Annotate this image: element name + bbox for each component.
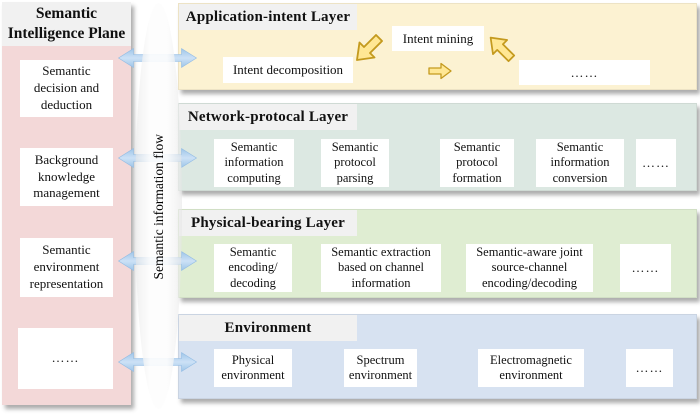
physical-environment-box: Physical environment bbox=[214, 349, 292, 387]
semantic-information-computing-box: Semantic information computing bbox=[214, 139, 294, 187]
network-protocal-layer-panel: Network-protocal Layer Semantic informat… bbox=[178, 103, 697, 191]
semantic-encoding-decoding-box: Semantic encoding/ decoding bbox=[214, 244, 292, 292]
semantic-extraction-box: Semantic extraction based on channel inf… bbox=[321, 244, 441, 292]
semantic-aware-joint-coding-box: Semantic-aware joint source-channel enco… bbox=[466, 244, 593, 292]
sidebar-item-semantic-environment: Semantic environment representation bbox=[20, 238, 113, 297]
physical-layer-ellipsis-box: …… bbox=[620, 244, 671, 292]
intent-arrow-up-left-icon bbox=[478, 25, 523, 70]
intent-arrow-right-icon bbox=[427, 62, 453, 80]
electromagnetic-environment-box: Electromagnetic environment bbox=[478, 349, 584, 387]
application-intent-layer-title: Application-intent Layer bbox=[179, 4, 357, 30]
environment-layer-panel: Environment Physical environment Spectru… bbox=[178, 314, 697, 399]
semantic-protocol-formation-box: Semantic protocol formation bbox=[440, 139, 514, 187]
semantic-protocol-parsing-box: Semantic protocol parsing bbox=[321, 139, 389, 187]
intent-arrow-down-left-icon bbox=[344, 25, 392, 73]
application-intent-layer-panel: Application-intent Layer Intent decompos… bbox=[178, 3, 697, 90]
physical-bearing-layer-panel: Physical-bearing Layer Semantic encoding… bbox=[178, 209, 697, 298]
sidebar-item-ellipsis: …… bbox=[18, 328, 113, 389]
intent-mining-box: Intent mining bbox=[392, 26, 484, 51]
semantic-information-flow-capsule bbox=[135, 3, 182, 409]
sidebar-item-background-knowledge: Background knowledge management bbox=[20, 148, 113, 206]
environment-layer-title: Environment bbox=[179, 315, 357, 341]
spectrum-environment-box: Spectrum environment bbox=[344, 349, 417, 387]
intent-decomposition-box: Intent decomposition bbox=[223, 57, 353, 83]
sidebar-item-semantic-decision: Semantic decision and deduction bbox=[20, 60, 113, 117]
environment-layer-ellipsis-box: …… bbox=[626, 349, 673, 387]
physical-bearing-layer-title: Physical-bearing Layer bbox=[179, 210, 357, 236]
network-protocal-layer-title: Network-protocal Layer bbox=[179, 104, 357, 130]
network-layer-ellipsis-box: …… bbox=[636, 139, 676, 187]
application-layer-ellipsis-box: …… bbox=[519, 60, 650, 85]
semantic-information-conversion-box: Semantic information conversion bbox=[536, 139, 624, 187]
semantic-intelligence-plane-panel: Semantic Intelligence Plane Semantic dec… bbox=[2, 2, 131, 405]
sidebar-title: Semantic Intelligence Plane bbox=[2, 2, 131, 46]
